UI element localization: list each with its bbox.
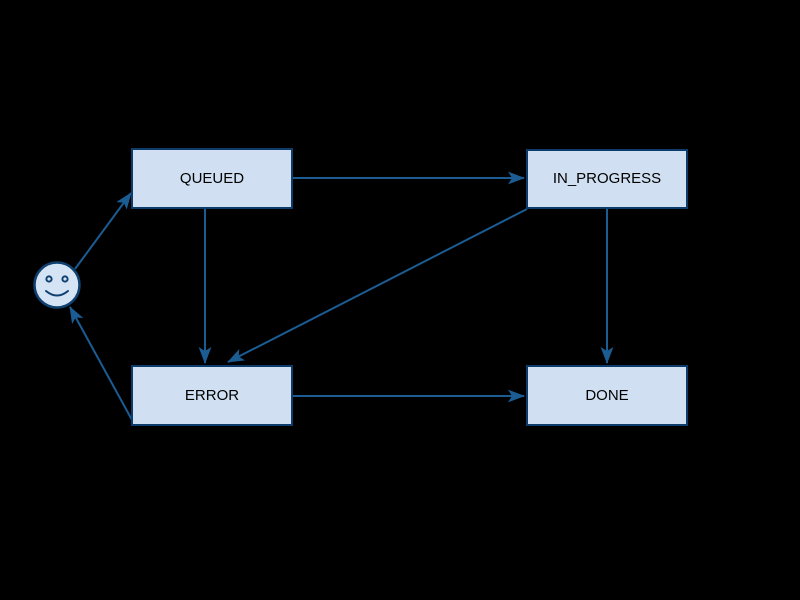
state-node-error[interactable]: ERROR [131, 365, 293, 426]
state-box-in-progress[interactable] [526, 149, 688, 209]
state-box-queued[interactable] [131, 148, 293, 209]
edge-error-to-start[interactable] [69, 306, 133, 421]
state-nodes-layer: QUEUED IN_PROGRESS ERROR DONE [131, 148, 688, 426]
state-node-done[interactable]: DONE [526, 365, 688, 426]
edge-in-progress-to-error[interactable] [227, 208, 528, 363]
edge-start-to-queued[interactable] [74, 192, 132, 270]
smiley-mouth-icon [45, 290, 69, 297]
smiley-face-icon[interactable] [33, 261, 81, 309]
state-box-done[interactable] [526, 365, 688, 426]
smiley-eye-left [45, 275, 53, 283]
state-node-in-progress[interactable]: IN_PROGRESS [526, 149, 688, 209]
smiley-eye-right [61, 275, 69, 283]
start-node[interactable] [33, 261, 81, 309]
state-box-error[interactable] [131, 365, 293, 426]
edges-layer [69, 171, 614, 421]
state-node-queued[interactable]: QUEUED [131, 148, 293, 209]
